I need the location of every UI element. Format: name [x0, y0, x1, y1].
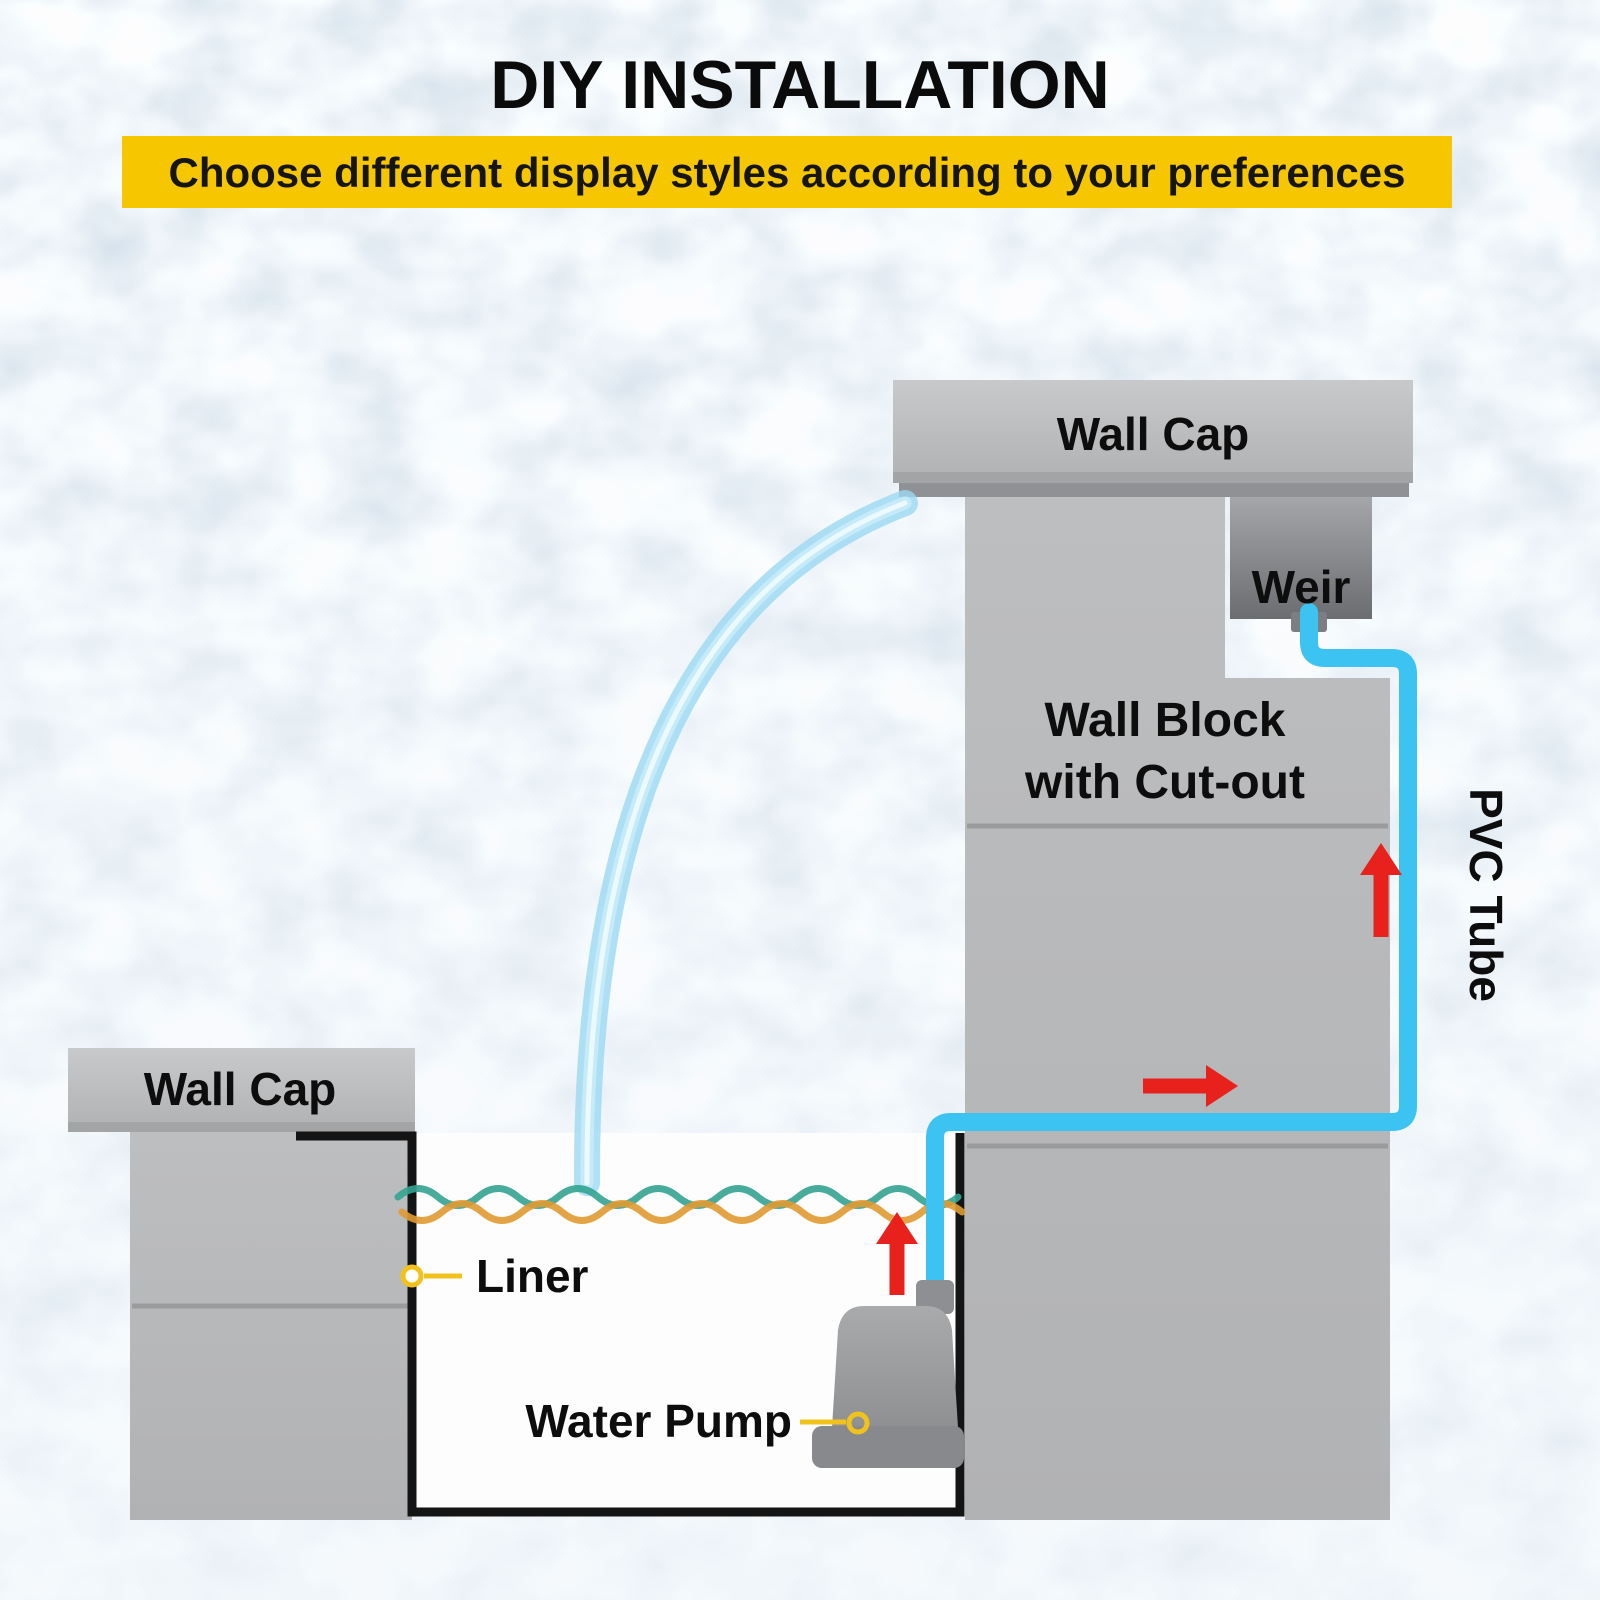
pvc-tube	[926, 603, 1417, 1297]
pool-liner	[296, 1131, 965, 1517]
right-wall-cap-edge	[893, 472, 1413, 483]
label-weir: Weir	[1252, 561, 1351, 613]
subtitle-banner: Choose different display styles accordin…	[122, 136, 1452, 208]
water-arc-core	[584, 500, 908, 1186]
pump-body	[832, 1306, 958, 1428]
left-wall-block	[130, 1132, 412, 1520]
left-wall-cap	[68, 1048, 415, 1132]
right-wall-cap	[893, 380, 1413, 483]
label-wall-cap-right: Wall Cap	[1057, 408, 1250, 460]
flow-arrows	[876, 843, 1402, 1295]
right-wall-block	[965, 497, 1390, 1520]
label-liner: Liner	[476, 1250, 589, 1302]
water-surface-orange-wave	[398, 1200, 966, 1224]
water-pump	[812, 1280, 964, 1468]
pump-pointer-ring	[846, 1411, 870, 1435]
right-wall-structure	[893, 380, 1413, 1520]
left-wall-structure	[68, 1048, 415, 1520]
left-wall-cap-edge	[68, 1122, 415, 1132]
liner-pointer-ring	[400, 1264, 424, 1288]
page-title: DIY INSTALLATION	[490, 47, 1110, 123]
weir-block	[1230, 497, 1372, 619]
water-arc	[573, 490, 918, 1196]
flow-arrow-up-pool	[876, 1212, 918, 1295]
subtitle-banner-bar	[122, 136, 1452, 208]
weir-top-plate	[899, 483, 1409, 497]
label-wall-block-line2: with Cut-out	[1024, 756, 1305, 809]
subtitle-text: Choose different display styles accordin…	[168, 149, 1405, 196]
flow-arrow-up-wall	[1360, 843, 1402, 937]
pump-pointer	[800, 1411, 870, 1435]
water-surface	[394, 1185, 966, 1224]
label-water-pump: Water Pump	[525, 1395, 792, 1447]
label-wall-block-line1: Wall Block	[1045, 694, 1286, 747]
pump-base	[812, 1426, 964, 1468]
liner-pointer	[400, 1264, 462, 1288]
label-pvc-tube: PVC Tube	[1460, 788, 1512, 1002]
flow-arrow-right	[1143, 1065, 1238, 1107]
pump-outlet-neck	[916, 1280, 954, 1314]
label-wall-cap-left: Wall Cap	[144, 1063, 337, 1115]
